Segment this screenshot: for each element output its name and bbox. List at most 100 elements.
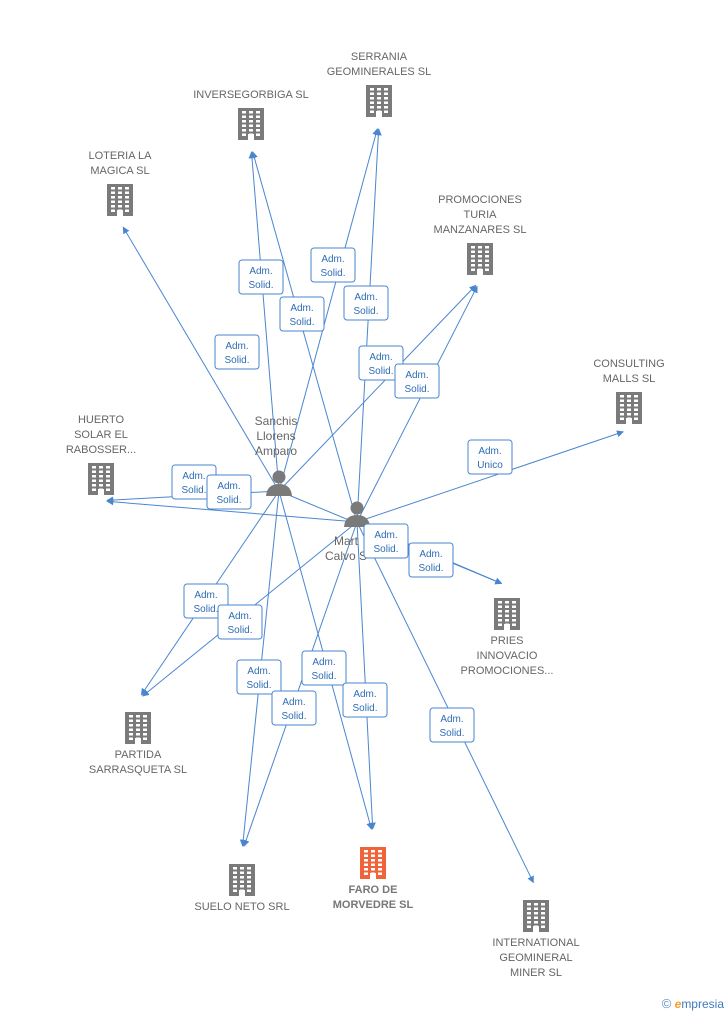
- edge-label-e11[interactable]: Adm. Solid.: [363, 523, 409, 559]
- edge-label-text: Solid.: [181, 485, 206, 496]
- edge-label-text: Adm.: [374, 530, 397, 541]
- person-label: Calvo S: [325, 549, 367, 563]
- company-label: LOTERIA LA: [89, 150, 153, 162]
- edge-label-e6[interactable]: Adm.Solid.: [358, 345, 404, 381]
- edge-label-box: [206, 474, 252, 510]
- edge-label-e17[interactable]: Adm.Solid.: [271, 690, 317, 726]
- building-icon: [366, 85, 392, 117]
- edge-label-e10[interactable]: Adm.Solid.: [206, 474, 252, 510]
- edge-label-e8[interactable]: Adm.Unico: [467, 439, 513, 475]
- building-icon-window: [471, 264, 475, 267]
- building-icon-window: [118, 196, 122, 199]
- company-label: PARTIDA: [115, 749, 162, 761]
- edge-label-e7[interactable]: Adm.Solid.: [394, 363, 440, 399]
- edge-label-e12[interactable]: Adm.Solid.: [408, 542, 454, 578]
- company-node-pries[interactable]: PRIESINNOVACIOPROMOCIONES...: [461, 598, 554, 677]
- building-icon-window: [370, 88, 374, 91]
- building-icon-window: [512, 623, 516, 626]
- building-icon-window: [620, 395, 624, 398]
- building-icon-window: [384, 92, 388, 95]
- building-icon-window: [471, 246, 475, 249]
- building-icon-door: [98, 489, 104, 495]
- edge-label-text: Adm.: [290, 303, 313, 314]
- person-icon: [344, 501, 370, 527]
- building-icon-window: [240, 867, 244, 870]
- edge-label-e3[interactable]: Adm.Solid.: [279, 296, 325, 332]
- building-icon-door: [117, 210, 123, 216]
- edge-label-text: Solid.: [439, 728, 464, 739]
- edge-label-box: [238, 259, 284, 295]
- edge-label-text: Solid.: [246, 680, 271, 691]
- building-icon-window: [242, 124, 246, 127]
- edge-label-text: Solid.: [373, 544, 398, 555]
- edge-label-e2[interactable]: Adm.Solid.: [238, 259, 284, 295]
- edge-labels-layer: Adm. Solid. Adm. Solid. Adm. Solid. Adm. Solid.…: [171, 247, 513, 743]
- edge-label-e18[interactable]: Adm.Solid.: [342, 682, 388, 718]
- building-icon-window: [256, 124, 260, 127]
- building-icon-window: [505, 614, 509, 617]
- building-icon-window: [247, 867, 251, 870]
- edge-label-e5[interactable]: Adm.Solid.: [343, 285, 389, 321]
- edge-label-e9[interactable]: Adm.Solid.: [171, 464, 217, 500]
- building-icon-window: [249, 120, 253, 123]
- person-head: [272, 470, 286, 484]
- building-icon-window: [143, 724, 147, 727]
- building-icon: [238, 108, 264, 140]
- edge-label-e13[interactable]: Adm.Solid.: [183, 583, 229, 619]
- building-icon-window: [111, 209, 115, 212]
- building-icon-window: [370, 110, 374, 113]
- company-node-suelo[interactable]: SUELO NETO SRL: [194, 864, 290, 913]
- building-icon-window: [136, 724, 140, 727]
- edge-label-e1[interactable]: Adm.Solid.: [214, 334, 260, 370]
- building-icon-window: [505, 610, 509, 613]
- edges-layer: [106, 128, 624, 884]
- edge-label-e19[interactable]: Adm.Solid.: [429, 707, 475, 743]
- building-icon-window: [512, 605, 516, 608]
- building-icon-window: [364, 854, 368, 857]
- building-icon-window: [92, 488, 96, 491]
- edge-label-text: Adm.: [353, 689, 376, 700]
- building-icon-window: [498, 619, 502, 622]
- building-icon-window: [136, 719, 140, 722]
- company-node-inversegorbiga[interactable]: INVERSEGORBIGA SL: [193, 89, 309, 140]
- building-icon-window: [143, 719, 147, 722]
- edge-label-e14[interactable]: Adm.Solid.: [217, 604, 263, 640]
- building-icon-window: [371, 863, 375, 866]
- building-icon-window: [99, 470, 103, 473]
- edge-label-e16[interactable]: Adm.Solid.: [301, 650, 347, 686]
- building-icon-window: [247, 876, 251, 879]
- building-icon-window: [485, 250, 489, 253]
- building-icon-window: [99, 475, 103, 478]
- building-icon-window: [371, 868, 375, 871]
- building-icon-window: [534, 907, 538, 910]
- edge-label-e4[interactable]: Adm.Solid.: [310, 247, 356, 283]
- building-icon-window: [242, 133, 246, 136]
- edge-label-box: [394, 363, 440, 399]
- footer-brand[interactable]: © empresia: [662, 996, 724, 1011]
- company-label: HUERTO: [78, 414, 124, 426]
- building-icon-window: [242, 129, 246, 132]
- company-label: MANZANARES SL: [434, 224, 527, 236]
- edge-label-text: Adm.: [369, 352, 392, 363]
- edge-label-text: Solid.: [216, 495, 241, 506]
- building-icon-window: [136, 733, 140, 736]
- company-label: MALLS SL: [603, 373, 656, 385]
- brand-e: e: [674, 997, 682, 1011]
- building-icon-window: [534, 912, 538, 915]
- building-icon-window: [106, 475, 110, 478]
- edge-sanchis-serrania: [278, 128, 380, 492]
- building-icon-window: [512, 619, 516, 622]
- building-icon-window: [111, 200, 115, 203]
- edge-label-box: [236, 659, 282, 695]
- edge-label-e15[interactable]: Adm.Solid.: [236, 659, 282, 695]
